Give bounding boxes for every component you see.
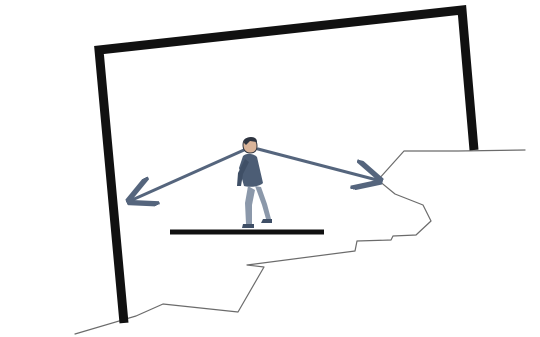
person-back-leg-icon bbox=[245, 186, 255, 224]
person-back-foot-icon bbox=[242, 224, 254, 228]
irregular-boundary-line bbox=[75, 150, 525, 334]
arrow-left bbox=[132, 150, 244, 200]
rectangular-frame bbox=[99, 10, 474, 323]
person-front-leg-icon bbox=[255, 186, 271, 219]
person-front-foot-icon bbox=[261, 219, 272, 223]
arrow-right bbox=[258, 149, 377, 180]
